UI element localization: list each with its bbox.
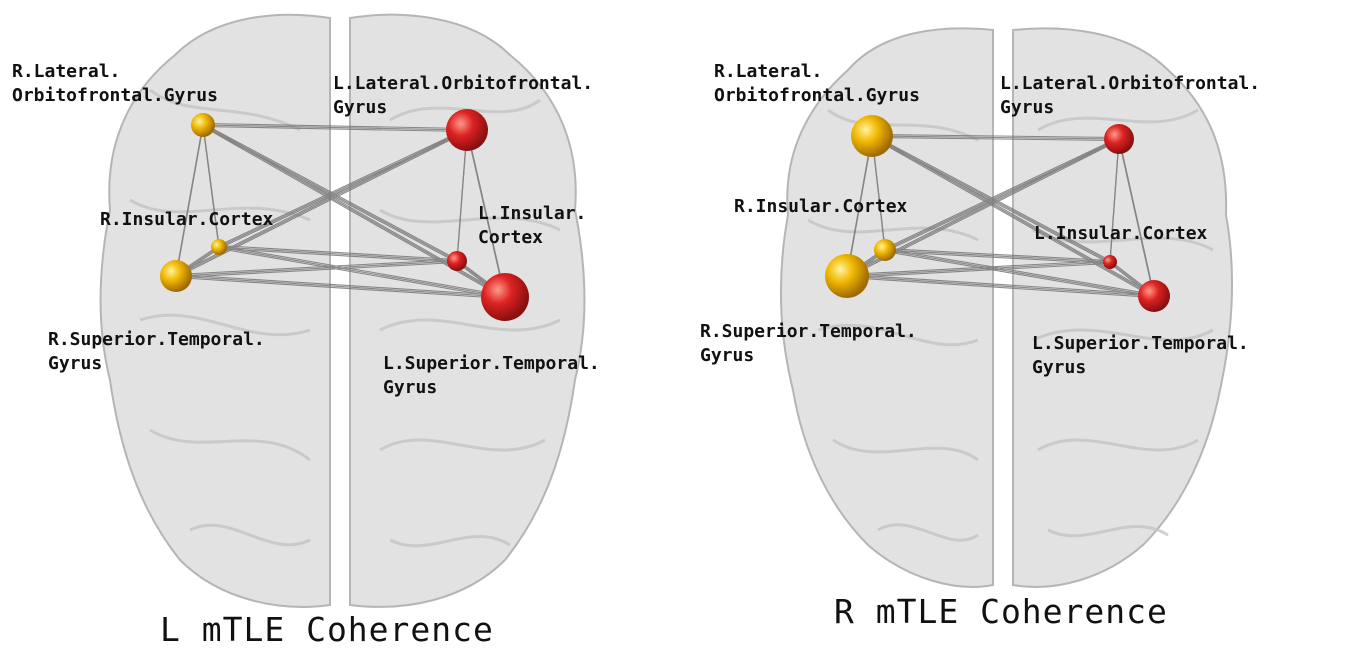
- label-line: L.Insular.Cortex: [1034, 223, 1207, 244]
- label-line: Gyrus: [1000, 97, 1054, 118]
- label-r-insular-cortex: R.Insular.Cortex: [100, 208, 273, 232]
- label-r-superior-temporal-gyrus: R.Superior.Temporal. Gyrus: [700, 320, 917, 368]
- node-l-lofg: [1104, 124, 1134, 154]
- label-line: Orbitofrontal.Gyrus: [714, 85, 920, 106]
- label-line: Orbitofrontal.Gyrus: [12, 85, 218, 106]
- panel-l-mtle: R.Lateral. Orbitofrontal.Gyrus L.Lateral.…: [0, 0, 678, 652]
- label-line: R.Superior.Temporal.: [700, 321, 917, 342]
- node-r-stg: [825, 254, 869, 298]
- label-line: Gyrus: [333, 97, 387, 118]
- node-r-ic: [874, 239, 896, 261]
- label-line: Gyrus: [700, 345, 754, 366]
- label-line: R.Lateral.: [12, 61, 120, 82]
- node-l-stg: [1138, 280, 1170, 312]
- node-l-stg: [481, 273, 529, 321]
- label-l-lateral-orbitofrontal-gyrus: L.Lateral.Orbitofrontal. Gyrus: [333, 72, 593, 120]
- right-hemisphere-outline: [781, 28, 993, 587]
- label-l-insular-cortex: L.Insular. Cortex: [478, 202, 586, 250]
- label-l-lateral-orbitofrontal-gyrus: L.Lateral.Orbitofrontal. Gyrus: [1000, 72, 1260, 120]
- label-l-insular-cortex: L.Insular.Cortex: [1034, 222, 1207, 246]
- panel-r-mtle: R.Lateral. Orbitofrontal.Gyrus L.Lateral.…: [678, 0, 1355, 652]
- panel-caption: R mTLE Coherence: [834, 592, 1168, 631]
- node-l-ic: [1103, 255, 1117, 269]
- node-r-lofg: [851, 115, 893, 157]
- label-line: L.Lateral.Orbitofrontal.: [333, 73, 593, 94]
- label-line: R.Superior.Temporal.: [48, 329, 265, 350]
- label-r-insular-cortex: R.Insular.Cortex: [734, 195, 907, 219]
- label-line: Gyrus: [1032, 357, 1086, 378]
- label-line: Gyrus: [383, 377, 437, 398]
- label-line: L.Lateral.Orbitofrontal.: [1000, 73, 1260, 94]
- label-line: R.Insular.Cortex: [734, 196, 907, 217]
- node-r-stg: [160, 260, 192, 292]
- label-r-lateral-orbitofrontal-gyrus: R.Lateral. Orbitofrontal.Gyrus: [12, 60, 218, 108]
- label-line: R.Insular.Cortex: [100, 209, 273, 230]
- panel-caption: L mTLE Coherence: [160, 610, 494, 649]
- label-line: L.Insular.: [478, 203, 586, 224]
- node-r-lofg: [191, 113, 215, 137]
- label-line: L.Superior.Temporal.: [1032, 333, 1249, 354]
- label-line: L.Superior.Temporal.: [383, 353, 600, 374]
- label-line: Gyrus: [48, 353, 102, 374]
- label-r-superior-temporal-gyrus: R.Superior.Temporal. Gyrus: [48, 328, 265, 376]
- label-l-superior-temporal-gyrus: L.Superior.Temporal. Gyrus: [1032, 332, 1249, 380]
- label-l-superior-temporal-gyrus: L.Superior.Temporal. Gyrus: [383, 352, 600, 400]
- node-r-ic: [211, 239, 227, 255]
- label-line: Cortex: [478, 227, 543, 248]
- label-r-lateral-orbitofrontal-gyrus: R.Lateral. Orbitofrontal.Gyrus: [714, 60, 920, 108]
- label-line: R.Lateral.: [714, 61, 822, 82]
- node-l-ic: [447, 251, 467, 271]
